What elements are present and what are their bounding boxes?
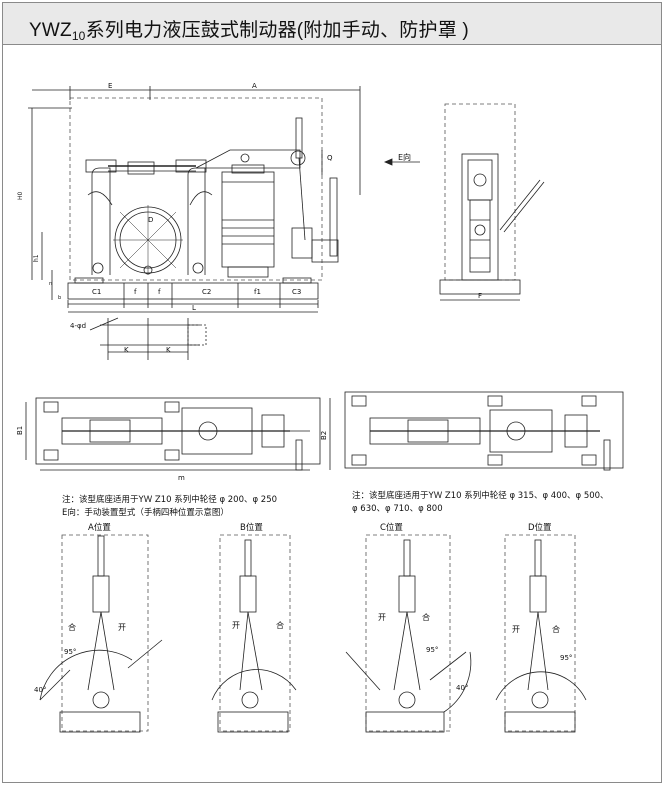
dim-Q: Q <box>327 154 333 162</box>
position-a-close: 合 <box>68 622 76 632</box>
top-view-right <box>344 391 624 471</box>
dim-B1: B1 <box>16 426 24 435</box>
dim-n: n <box>49 281 52 287</box>
dim-E: E <box>108 82 112 90</box>
dim-f1: f1 <box>254 288 261 296</box>
position-c-angle95: 95° <box>426 646 438 654</box>
dim-f-right: f <box>158 288 161 296</box>
label-position-a: A位置 <box>88 523 111 533</box>
dim-m: m <box>178 474 185 482</box>
label-position-d: D位置 <box>528 523 552 533</box>
position-a-angle40: 40° <box>34 686 46 694</box>
label-position-b: B位置 <box>240 523 263 533</box>
position-b-open: 开 <box>232 621 240 630</box>
dim-A: A <box>252 82 257 90</box>
position-c: 开 合 95° 40° <box>345 534 472 733</box>
position-d-close: 合 <box>552 624 560 634</box>
position-c-open: 开 <box>378 613 386 622</box>
note-left-1: 注：该型底座适用于YＷ Z10 系列中轮径 φ 200、φ 250 <box>62 495 278 505</box>
front-view: E A H0 h1 n b D <box>17 82 361 360</box>
dim-C1: C1 <box>92 288 101 296</box>
position-c-close: 合 <box>422 612 430 622</box>
position-a: 合 开 95° 40° <box>34 534 163 733</box>
label-position-c: C位置 <box>380 523 403 533</box>
dim-bolt: 4-φd <box>70 322 86 330</box>
dim-D: D <box>148 216 153 224</box>
dim-K-left: K <box>124 346 129 354</box>
note-left-2: E向：手动装置型式（手柄四种位置示意图） <box>62 508 229 518</box>
page-title: YWZ10系列电力液压鼓式制动器(附加手动、防护罩 ) <box>29 20 469 43</box>
position-d: 开 合 95° <box>495 534 587 733</box>
position-a-open: 开 <box>118 623 126 632</box>
dim-H0: H0 <box>17 191 24 200</box>
position-d-open: 开 <box>512 625 520 634</box>
dim-h1: h1 <box>33 254 40 262</box>
dim-C2: C2 <box>202 288 211 296</box>
position-c-angle40: 40° <box>456 684 468 692</box>
position-b-close: 合 <box>276 620 284 630</box>
dim-f-left: f <box>134 288 137 296</box>
e-view-label: E向 <box>398 152 411 162</box>
dim-L: L <box>192 304 196 312</box>
position-b: 开 合 <box>211 534 297 733</box>
e-view: E向 F <box>383 103 545 301</box>
top-view-left: B1 B2 m <box>16 397 331 482</box>
note-right-2: φ 630、φ 710、φ 800 <box>352 504 443 514</box>
title-bar: YWZ10系列电力液压鼓式制动器(附加手动、防护罩 ) <box>3 3 661 45</box>
dim-C3: C3 <box>292 288 301 296</box>
note-right-1: 注：该型底座适用于YＷ Z10 系列中轮径 φ 315、φ 400、φ 500、 <box>352 491 609 501</box>
dim-B2: B2 <box>320 431 328 440</box>
dim-F: F <box>478 292 482 300</box>
position-d-angle95: 95° <box>560 654 572 662</box>
position-a-angle95: 95° <box>64 648 76 656</box>
dim-K-right: K <box>166 346 171 354</box>
dim-b: b <box>58 295 61 301</box>
